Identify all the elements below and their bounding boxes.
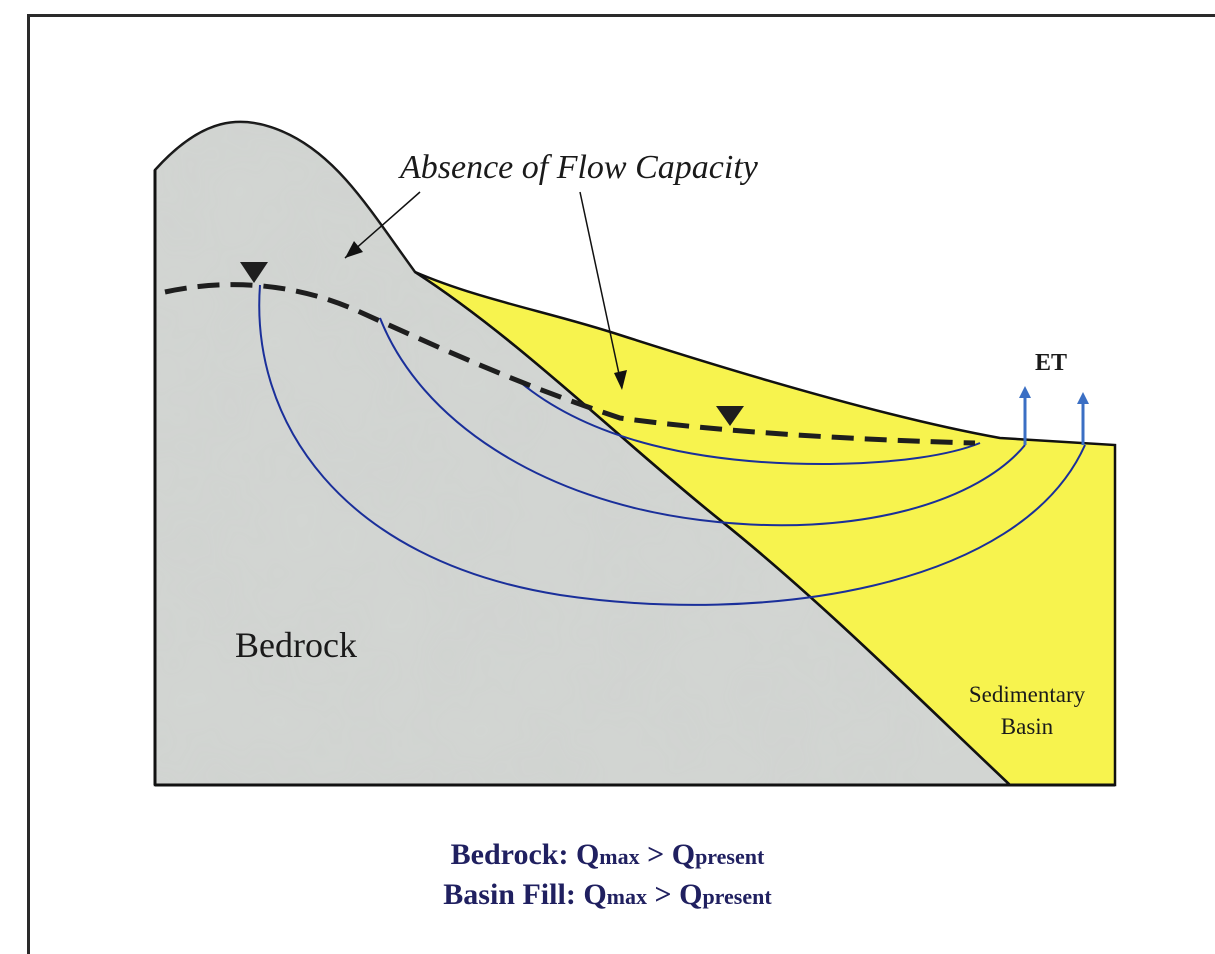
water-table: [164, 282, 976, 446]
water-table-marker-right-icon: [716, 406, 744, 426]
caption-basin-q1: Q: [583, 878, 607, 911]
caption-basin-prefix: Basin Fill:: [443, 878, 584, 911]
sedimentary-basin-label-line1: Sedimentary: [969, 682, 1086, 707]
bedrock-texture: [155, 121, 1010, 786]
water-table-marker-left-icon: [240, 262, 268, 283]
caption-bedrock-q1: Q: [575, 838, 600, 871]
caption-basin-q2: Q: [679, 878, 703, 911]
caption-basin-fill: Basin Fill: Qmax > Qpresent: [0, 878, 1215, 912]
flow-line-shallow: [519, 381, 981, 466]
flow-line-deep: [258, 284, 1086, 606]
basin-outline: [414, 270, 1117, 787]
pointer-to-basin-head-icon: [614, 370, 627, 390]
basin-fill: [415, 272, 1115, 785]
caption-bedrock-op: >: [639, 838, 672, 871]
pointer-to-bedrock-head-icon: [345, 241, 363, 258]
caption-bedrock: Bedrock: Qmax > Qpresent: [0, 838, 1215, 872]
figure-frame: [27, 14, 1215, 954]
bedrock-label: Bedrock: [235, 625, 357, 665]
caption-bedrock-q2-sub: present: [695, 844, 765, 869]
caption-bedrock-prefix: Bedrock:: [450, 838, 576, 871]
flow-line-middle: [379, 317, 1026, 527]
caption-basin-q2-sub: present: [702, 884, 772, 909]
annotation-absence-of-flow-capacity: Absence of Flow Capacity: [398, 149, 759, 186]
pointer-to-basin: [579, 191, 623, 389]
sedimentary-basin-label-line2: Basin: [1001, 714, 1054, 739]
et-label: ET: [1035, 350, 1067, 376]
caption-basin-op: >: [646, 878, 680, 911]
bedrock-basin-contact: [414, 270, 1011, 786]
caption-bedrock-q1-sub: max: [599, 844, 640, 869]
caption-bedrock-q2: Q: [671, 838, 696, 871]
caption-basin-q1-sub: max: [606, 884, 647, 909]
